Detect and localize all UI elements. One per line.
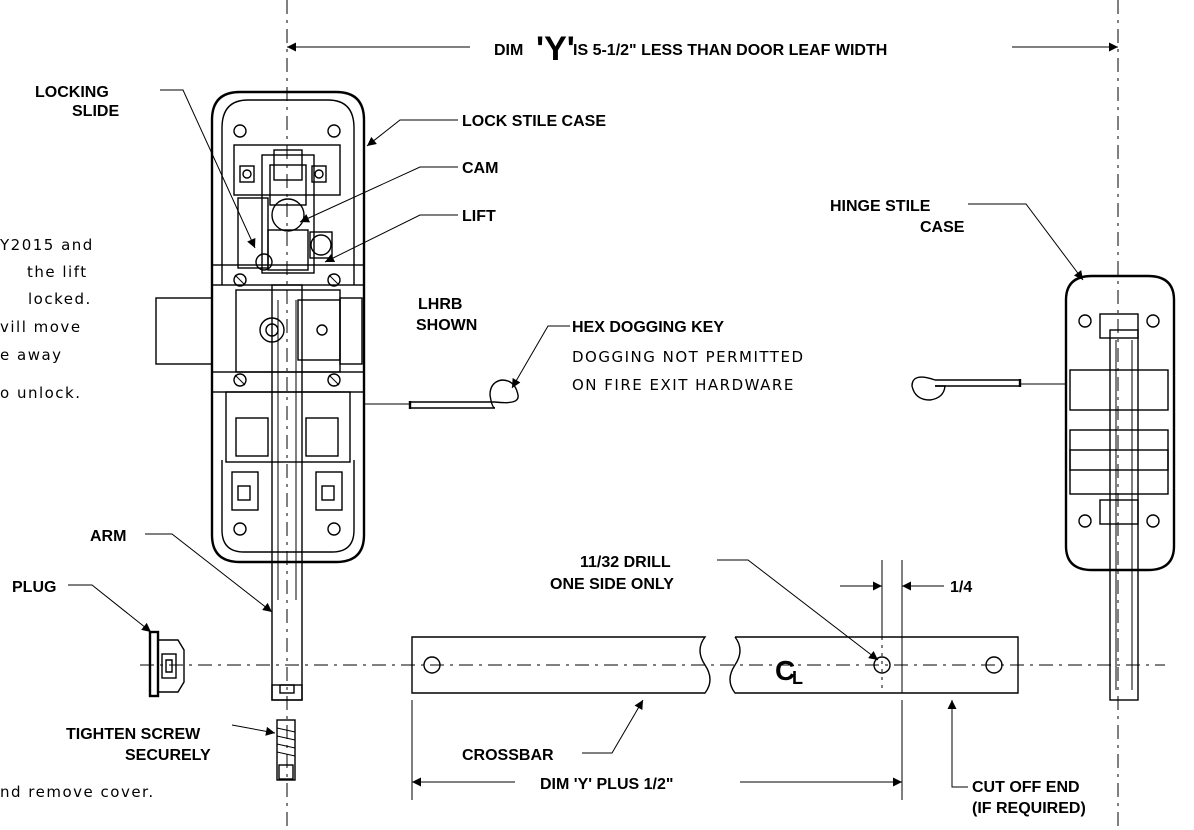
arm-label: ARM <box>90 528 126 545</box>
dogging-note-1: DOGGING NOT PERMITTED <box>572 348 805 366</box>
locking-slide-label: LOCKING <box>35 84 109 101</box>
dim-y-letter: 'Y' <box>536 30 575 68</box>
drill-label-2: ONE SIDE ONLY <box>550 576 674 593</box>
lift-label: LIFT <box>462 208 496 225</box>
tighten-screw-label-2: SECURELY <box>125 747 211 764</box>
dogging-note-2: ON FIRE EXIT HARDWARE <box>572 376 795 394</box>
dimension-y-top: DIM 'Y' IS 5-1/2" LESS THAN DOOR LEAF WI… <box>287 30 1118 68</box>
left-note-5: e away <box>0 346 63 364</box>
hex-key-right <box>911 376 1022 401</box>
lhrb-label: LHRB <box>418 296 462 313</box>
plug-label: PLUG <box>12 579 56 596</box>
dim-y-prefix: DIM <box>494 42 523 59</box>
labels: LOCKING SLIDE LOCK STILE CASE CAM LIFT H… <box>12 84 1086 817</box>
dim-y-rest: IS 5-1/2" LESS THAN DOOR LEAF WIDTH <box>573 42 887 59</box>
hinge-stile-case-label-2: CASE <box>920 219 965 236</box>
hex-key-left <box>408 379 519 409</box>
centerline-symbol: C <box>775 655 795 686</box>
drill-label: 11/32 DRILL <box>580 554 671 571</box>
crossbar-label: CROSSBAR <box>462 747 554 764</box>
hinge-stile-case <box>1064 274 1176 701</box>
lhrb-label-2: SHOWN <box>416 317 477 334</box>
tighten-screw <box>276 719 296 781</box>
cut-off-end-label-2: (IF REQUIRED) <box>972 800 1086 817</box>
leader-lines <box>68 89 1084 788</box>
left-note-4: vill move <box>0 318 82 336</box>
quarter-inch-label: 1/4 <box>950 579 972 596</box>
locking-slide-label-2: SLIDE <box>72 103 119 120</box>
hinge-stile-case-label: HINGE STILE <box>830 198 931 215</box>
center-lines <box>140 0 1165 830</box>
plug-part <box>148 630 185 698</box>
left-note-6: o unlock. <box>0 384 82 402</box>
bottom-note: nd remove cover. <box>0 783 155 801</box>
centerline-sub: L <box>792 668 803 688</box>
left-notes: Y2015 and the lift locked. vill move e a… <box>0 236 155 801</box>
cam-label: CAM <box>462 160 498 177</box>
left-note-3: locked. <box>28 290 92 308</box>
hex-dogging-key-label: HEX DOGGING KEY <box>572 319 724 336</box>
left-note-2: the lift <box>27 263 88 281</box>
crossbar-part <box>411 560 1019 800</box>
lock-stile-case-label: LOCK STILE CASE <box>462 113 606 130</box>
dim-y-plus-label: DIM 'Y' PLUS 1/2" <box>540 776 673 793</box>
tighten-screw-label: TIGHTEN SCREW <box>66 726 201 743</box>
lock-stile-case <box>155 90 366 701</box>
cut-off-end-label: CUT OFF END <box>972 779 1080 796</box>
left-note-1: Y2015 and <box>0 236 94 254</box>
